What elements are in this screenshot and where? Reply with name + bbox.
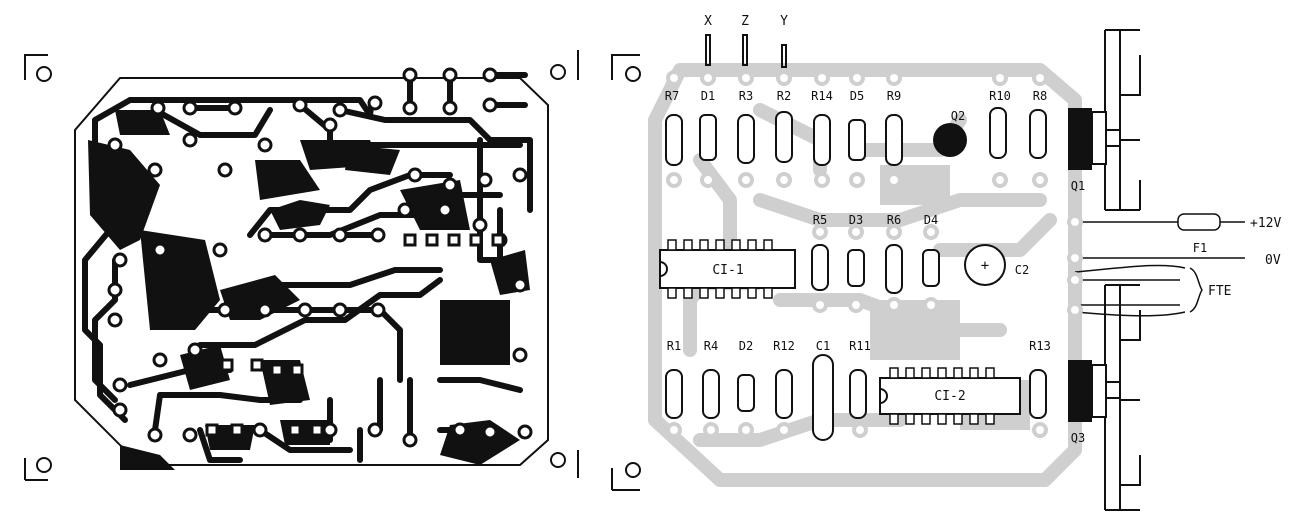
zero-volt-label: 0V xyxy=(1265,253,1281,268)
label-r9: R9 xyxy=(887,89,901,103)
transistor-q2 xyxy=(933,123,967,157)
signal-y-label: Y xyxy=(780,14,788,29)
label-d4: D4 xyxy=(924,213,938,227)
label-r3: R3 xyxy=(739,89,753,103)
label-r14: R14 xyxy=(811,89,833,103)
label-c1: C1 xyxy=(816,339,830,353)
fuse-label: F1 xyxy=(1193,241,1207,255)
label-r7: R7 xyxy=(665,89,679,103)
corner-mark xyxy=(24,50,579,481)
plus-12v-label: +12V xyxy=(1250,216,1281,231)
svg-text:+: + xyxy=(981,258,989,274)
label-r13: R13 xyxy=(1029,339,1051,353)
label-r11: R11 xyxy=(849,339,871,353)
label-d1: D1 xyxy=(701,89,715,103)
solder-pad xyxy=(107,67,533,448)
c2-label: C2 xyxy=(1015,263,1029,277)
label-d2: D2 xyxy=(739,339,753,353)
label-q1: Q1 xyxy=(1071,179,1085,193)
ic2-label: CI-2 xyxy=(934,389,965,404)
label-r5: R5 xyxy=(813,213,827,227)
label-d3: D3 xyxy=(849,213,863,227)
transistor-q3 xyxy=(1068,360,1092,422)
signal-x-label: X xyxy=(704,14,712,29)
label-r6: R6 xyxy=(887,213,901,227)
label-r8: R8 xyxy=(1033,89,1047,103)
label-q2: Q2 xyxy=(951,109,965,123)
label-d5: D5 xyxy=(850,89,864,103)
label-r10: R10 xyxy=(989,89,1011,103)
label-r4: R4 xyxy=(704,339,718,353)
signal-z-label: Z xyxy=(741,14,749,29)
label-r12: R12 xyxy=(773,339,795,353)
label-r1: R1 xyxy=(667,339,681,353)
transistor-q1 xyxy=(1068,108,1092,170)
component-layout: X Z Y R7 D1 R3 R2 R14 D5 R9 Q2 R10 R8 xyxy=(611,14,1281,511)
fte-label: FTE xyxy=(1208,284,1231,299)
label-q3: Q3 xyxy=(1071,431,1085,445)
ic1-label: CI-1 xyxy=(712,263,743,278)
foil-pattern xyxy=(24,50,579,481)
label-r2: R2 xyxy=(777,89,791,103)
